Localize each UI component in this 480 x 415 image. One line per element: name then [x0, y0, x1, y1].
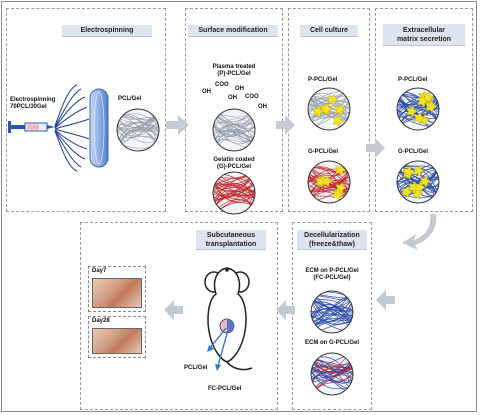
label-transplant-fc: FC-PCL/Gel	[208, 386, 242, 392]
cell-mark	[315, 175, 327, 188]
cell-mark	[406, 105, 419, 118]
ecm-g-scaffold	[310, 352, 354, 396]
plasma-treated-scaffold	[212, 108, 256, 152]
cell-mark	[321, 175, 334, 188]
header-surface-modification: Surface modification	[188, 25, 278, 37]
label-electrospinning-input: Electrospinning 70PCL/30Gel	[10, 97, 56, 110]
pcl-gel-scaffold	[116, 108, 160, 152]
chem-group-oh-2: OH	[235, 86, 244, 92]
label-day28: Day28	[92, 318, 110, 324]
cell-mark	[419, 175, 432, 188]
header-matrix-secretion: Extracellular matrix secretion	[383, 24, 465, 46]
label-ecm-g: ECM on G-PCL/Gel	[305, 340, 359, 346]
label-secretion-p: P-PCL/Gel	[398, 77, 428, 83]
chem-group-coo-1: COO	[215, 82, 229, 88]
cell-mark	[401, 185, 413, 199]
cell-mark	[417, 95, 429, 108]
cell-mark	[413, 164, 425, 178]
header-electrospinning: Electrospinning	[62, 25, 152, 37]
photo-frame-day28	[88, 316, 146, 358]
fc-pcl-gel-scaffold	[310, 290, 354, 334]
cell-mark	[425, 100, 438, 114]
arrow-to-decellularization	[402, 214, 437, 250]
cell-mark	[332, 188, 345, 201]
chem-group-oh-4: OH	[258, 104, 267, 110]
arrow-from-decell	[376, 290, 395, 310]
gelatin-coated-scaffold	[212, 171, 256, 215]
label-day7: Day7	[92, 268, 107, 274]
transplant-arrows	[207, 327, 229, 371]
photo-day7	[92, 278, 142, 308]
chem-group-oh-3: OH	[228, 95, 237, 101]
cell-mark	[413, 111, 426, 125]
label-secretion-g: G-PCL/Gel	[398, 149, 429, 155]
panel-transplantation	[80, 222, 278, 410]
arrow-to-surface	[166, 115, 189, 135]
cell-mark	[332, 114, 345, 127]
cell-mark	[403, 165, 415, 178]
panel-cell-culture	[288, 8, 370, 212]
header-transplantation: Subcutaneous transplantation	[196, 230, 266, 250]
label-pcl-gel: PCL/Gel	[118, 96, 142, 102]
collector-drum-icon	[89, 88, 109, 168]
panel-electrospinning	[6, 8, 166, 212]
photo-frame-day7	[88, 266, 146, 312]
label-fc-pcl-gel: ECM on P-PCL/Gel (FC-PCL/Gel)	[305, 268, 359, 281]
arrow-to-transplant	[276, 300, 295, 320]
label-gelatin-coated: Gelatin coated (G)-PCL/Gel	[213, 157, 255, 170]
header-cell-culture: Cell culture	[300, 25, 358, 37]
secretion-p-scaffold	[396, 87, 440, 131]
label-transplant-pcl: PCL/Gel	[184, 365, 208, 371]
cell-mark	[327, 93, 339, 106]
electrospinning-spray-icon	[54, 84, 90, 172]
cell-mark	[321, 102, 333, 116]
label-culture-g: G-PCL/Gel	[308, 149, 339, 155]
arrow-to-culture	[276, 115, 295, 135]
arrow-to-secretion	[366, 138, 385, 158]
syringe-icon	[8, 121, 55, 133]
panel-decellularization	[292, 222, 372, 410]
chem-group-coo-2: COO	[245, 94, 259, 100]
arrow-to-photos	[164, 300, 183, 320]
photo-day28	[92, 328, 142, 354]
chem-group-oh-1: OH	[202, 89, 211, 95]
culture-g-scaffold	[307, 160, 351, 204]
cell-mark	[334, 103, 347, 116]
panel-matrix-secretion	[375, 8, 473, 212]
label-plasma-treated: Plasma treated (P)-PCL/Gel	[212, 64, 256, 77]
label-culture-p: P-PCL/Gel	[308, 77, 338, 83]
cell-mark	[312, 105, 325, 118]
secretion-g-scaffold	[396, 160, 440, 204]
culture-p-scaffold	[307, 87, 351, 131]
header-decellularization: Decellularization (freeze&thaw)	[297, 230, 367, 250]
cell-mark	[408, 181, 421, 194]
